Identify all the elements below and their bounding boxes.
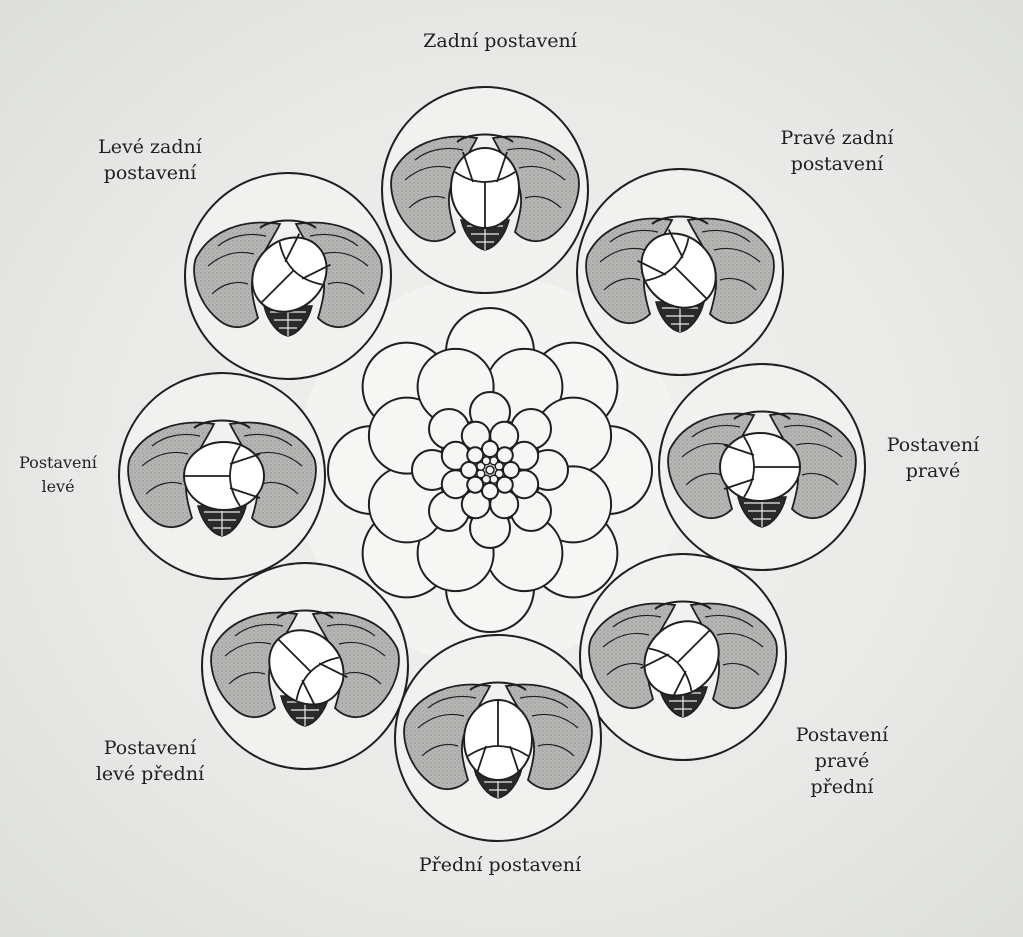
center-circle xyxy=(485,465,495,475)
medallion-top-right xyxy=(576,168,784,376)
pelvis-contour xyxy=(243,433,303,495)
fetal-head xyxy=(637,229,717,309)
sacrum-segments xyxy=(744,497,780,527)
pelvis-contour xyxy=(506,147,566,209)
skull-sutures xyxy=(277,638,348,709)
label-leve-zadni-postaveni: Levé zadní postavení xyxy=(98,136,202,184)
sacrum-arc xyxy=(259,219,317,229)
fetal-head xyxy=(719,432,801,502)
sacrum-arc xyxy=(469,681,527,691)
pelvis-contour xyxy=(701,229,761,291)
pelvis-contour xyxy=(602,614,662,676)
pelvis-contour xyxy=(417,695,477,757)
skull-sutures xyxy=(640,629,711,700)
central-circle-pattern xyxy=(295,275,685,665)
label-postaveni-prave-predni: Postavení pravé přední xyxy=(795,724,889,798)
fetal-head xyxy=(463,699,533,781)
sacrum-arc xyxy=(456,133,514,143)
medallion-right xyxy=(658,363,866,571)
pelvis-contour xyxy=(224,623,284,685)
fetal-head xyxy=(450,147,520,229)
medallion-top xyxy=(381,86,589,294)
pelvis-contour xyxy=(141,433,201,495)
skull-sutures xyxy=(260,233,331,304)
pelvis-contour xyxy=(207,233,267,295)
center-circle xyxy=(495,446,514,465)
medallion-bottom-left xyxy=(201,562,409,770)
pelvis-contour xyxy=(599,229,659,291)
pelvis-contour xyxy=(309,233,369,295)
medallion-left xyxy=(118,372,326,580)
sacrum-segments xyxy=(204,506,240,536)
center-circle xyxy=(495,475,514,494)
sacrum-arc xyxy=(193,419,251,429)
sacrum-arc xyxy=(276,609,334,619)
center-circle xyxy=(481,456,491,466)
center-circle xyxy=(494,469,504,479)
label-postaveni-prave: Postavení pravé xyxy=(886,434,980,482)
medallion-top-left xyxy=(184,172,392,380)
label-predni-postaveni: Přední postavení xyxy=(418,854,582,876)
pelvis-contour xyxy=(326,623,386,685)
sacrum-arc xyxy=(733,410,791,420)
fetal-head xyxy=(251,233,331,313)
center-circle xyxy=(460,461,478,479)
pelvis-contour xyxy=(519,695,579,757)
skull-sutures xyxy=(184,445,261,507)
label-postaveni-leve-predni: Postavení levé přední xyxy=(95,737,205,785)
sacrum-arc xyxy=(651,215,709,225)
center-circle xyxy=(481,440,499,458)
fetal-head xyxy=(183,441,265,511)
label-postaveni-leve: Postavení levé xyxy=(19,453,97,496)
center-circle xyxy=(481,482,499,500)
skull-sutures xyxy=(637,229,708,300)
pelvis-contour xyxy=(704,614,764,676)
pelvis-contour xyxy=(404,147,464,209)
center-circle xyxy=(489,474,499,484)
fetal-head xyxy=(640,620,720,700)
skull-sutures xyxy=(723,436,800,498)
label-zadni-postaveni: Zadní postavení xyxy=(423,30,577,52)
medallion-bottom-right xyxy=(579,553,787,761)
medallion-bottom xyxy=(394,634,602,842)
center-circle xyxy=(476,469,486,479)
label-prave-zadni-postaveni: Pravé zadní postavení xyxy=(780,127,894,175)
center-circle xyxy=(502,461,520,479)
center-circle xyxy=(466,475,485,494)
center-circle xyxy=(476,461,486,471)
pelvis-contour xyxy=(681,424,741,486)
center-circle xyxy=(466,446,485,465)
pelvis-contour xyxy=(783,424,843,486)
sacrum-arc xyxy=(654,600,712,610)
position-medallions xyxy=(118,86,866,842)
center-circle xyxy=(494,461,504,471)
skull-sutures xyxy=(454,151,516,228)
skull-sutures xyxy=(467,700,529,777)
center-circle xyxy=(481,474,491,484)
fetal-head xyxy=(268,629,348,709)
